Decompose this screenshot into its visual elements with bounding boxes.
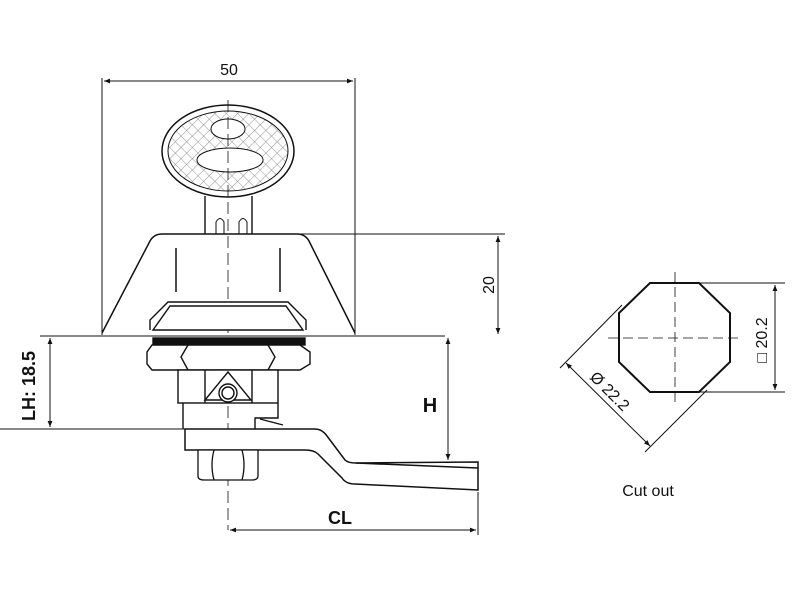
bottom-nut (197, 449, 259, 481)
hex-nut (146, 344, 311, 371)
diameter-label: Ø 22.2 (586, 369, 632, 415)
width-label: 50 (220, 62, 238, 79)
cl-label: CL (328, 508, 352, 528)
h-label: H (423, 395, 437, 417)
square-label: □ 20.2 (754, 317, 771, 362)
cutout-shape (559, 272, 785, 453)
lh-label: LH: 18.5 (19, 351, 39, 421)
cutout-title: Cut out (622, 483, 674, 500)
bezel (149, 301, 307, 346)
lock-body (177, 369, 284, 429)
width-dimension (101, 78, 356, 335)
cam (184, 428, 479, 491)
cap-height-label: 20 (481, 276, 498, 294)
